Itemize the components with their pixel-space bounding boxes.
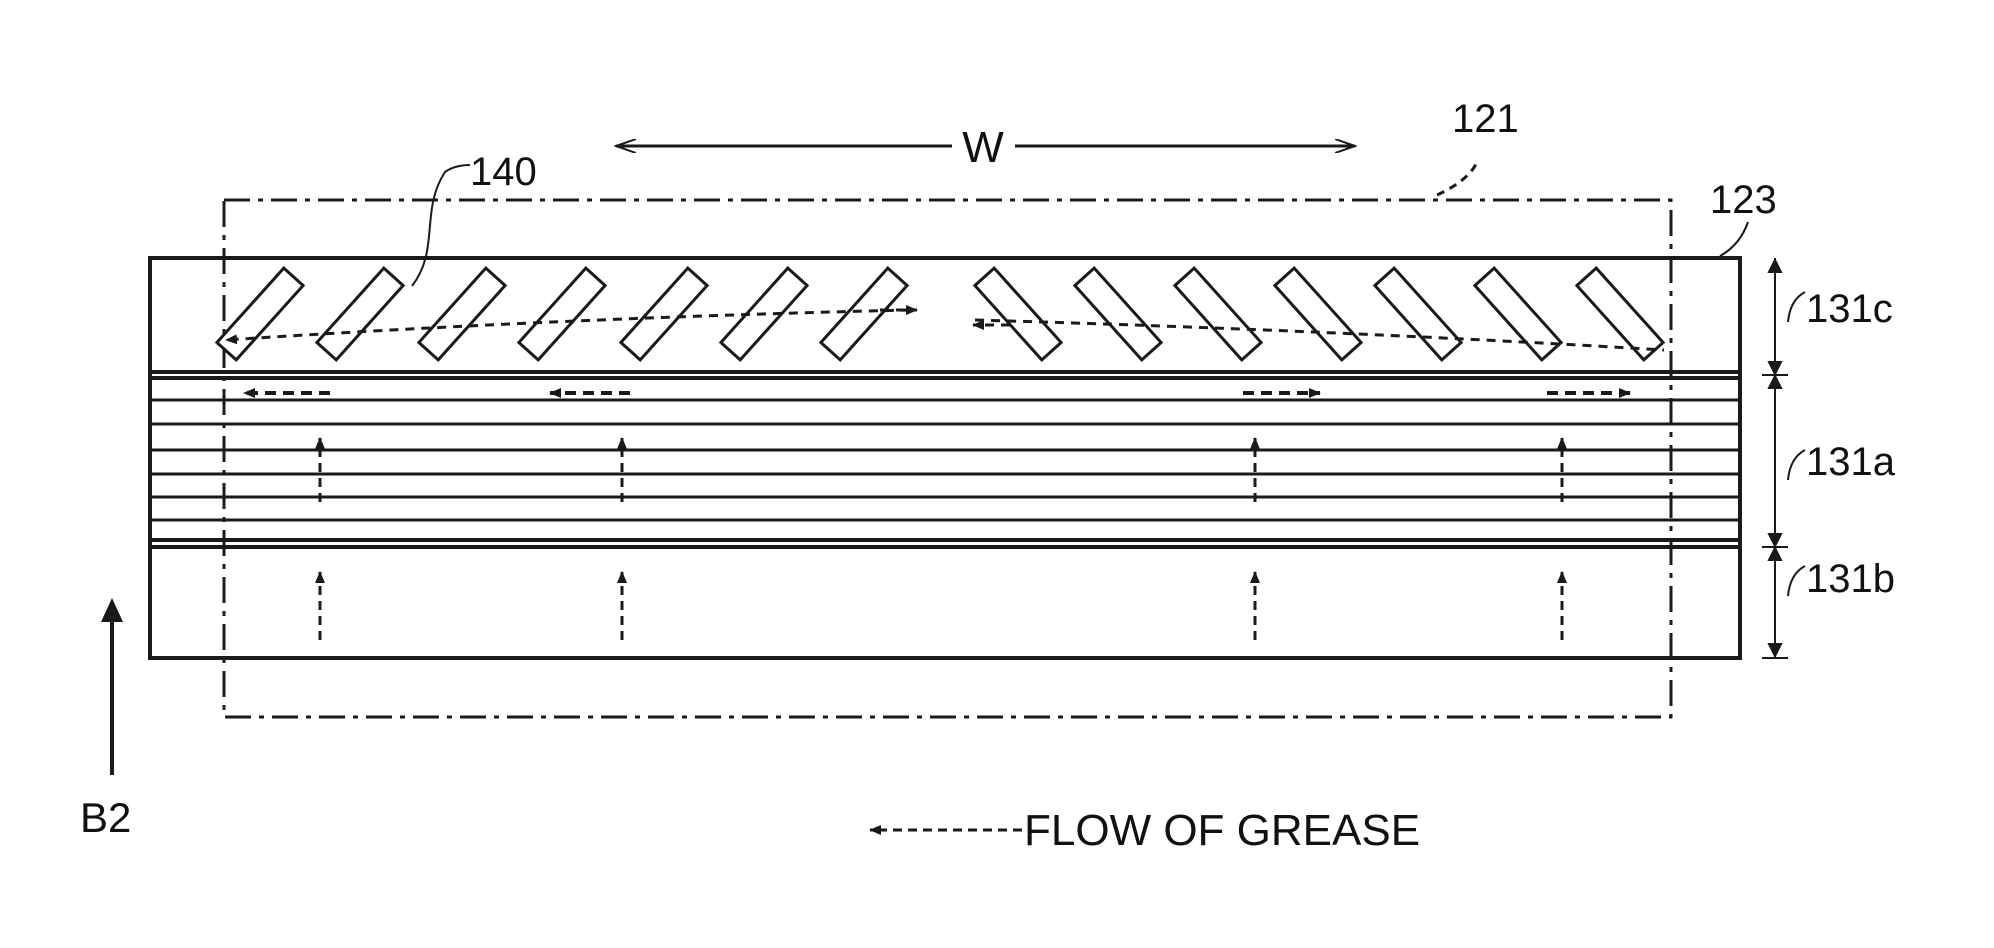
ref-131c-label: 131c bbox=[1806, 287, 1893, 331]
grooves-140 bbox=[217, 268, 1663, 360]
groove-right bbox=[975, 268, 1061, 360]
b2-arrow bbox=[101, 598, 123, 775]
leader-140 bbox=[412, 165, 470, 286]
leader-121 bbox=[1437, 160, 1478, 195]
ref-123-label: 123 bbox=[1710, 178, 1777, 222]
ref-140-label: 140 bbox=[470, 150, 537, 194]
groove-right bbox=[1075, 268, 1161, 360]
right-leaders bbox=[1788, 292, 1805, 596]
bearing-surface-123 bbox=[150, 258, 1740, 658]
band-131a-lines bbox=[150, 372, 1740, 547]
right-dimensions bbox=[1762, 258, 1788, 658]
groove-left bbox=[519, 268, 605, 360]
b2-label: B2 bbox=[80, 794, 131, 841]
ref-131b-label: 131b bbox=[1806, 557, 1895, 601]
groove-right bbox=[1375, 268, 1461, 360]
groove-left bbox=[419, 268, 505, 360]
leader-123 bbox=[1720, 222, 1748, 256]
groove-right bbox=[1175, 268, 1261, 360]
boundary-121 bbox=[224, 200, 1671, 717]
ref-121-label: 121 bbox=[1452, 97, 1519, 141]
legend-label: FLOW OF GREASE bbox=[1024, 806, 1420, 855]
groove-right bbox=[1275, 268, 1361, 360]
width-label: W bbox=[962, 123, 1004, 172]
groove-left bbox=[621, 268, 707, 360]
groove-left bbox=[217, 268, 303, 360]
groove-left bbox=[821, 268, 907, 360]
ref-131a-label: 131a bbox=[1806, 440, 1896, 484]
groove-right bbox=[1475, 268, 1561, 360]
groove-left bbox=[317, 268, 403, 360]
